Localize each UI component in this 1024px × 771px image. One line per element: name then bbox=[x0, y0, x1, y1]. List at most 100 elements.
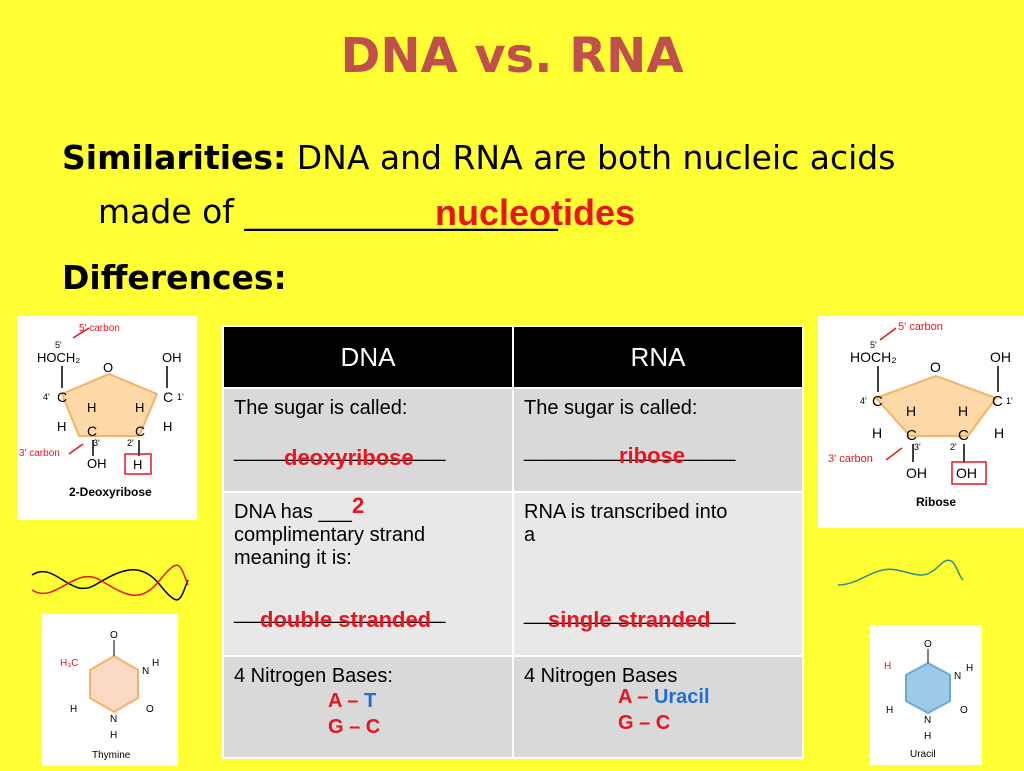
o-top: O bbox=[110, 630, 118, 641]
oh-1: OH bbox=[990, 349, 1011, 365]
uracil-ring bbox=[905, 661, 951, 715]
sugar-prompt: The sugar is called: bbox=[524, 397, 698, 419]
uracil-panel: O H N H N H O H Uracil bbox=[870, 625, 982, 765]
pointer-3-carbon bbox=[885, 447, 903, 461]
pair-a: A – bbox=[618, 686, 654, 708]
similarities-label: Similarities: bbox=[62, 138, 287, 177]
thymine-ring bbox=[89, 654, 139, 714]
ribose-structure: 5' carbon 5' HOCH₂ O OH C 4' C 1' H H H … bbox=[828, 321, 1013, 509]
dna-rna-table: DNA RNA The sugar is called: ___________… bbox=[222, 325, 804, 759]
nucleotides-answer: nucleotides bbox=[435, 192, 636, 233]
carbon-3: C bbox=[87, 423, 97, 439]
ribose-name: Ribose bbox=[916, 495, 956, 509]
pointer-5-carbon bbox=[879, 327, 897, 341]
cell-dna-strands: DNA has ___ complimentary strand meaning… bbox=[222, 491, 514, 657]
label-5-carbon: 5' carbon bbox=[79, 323, 120, 334]
pair-a: A – bbox=[328, 690, 364, 712]
h-left: H bbox=[57, 419, 66, 434]
h-n3: H bbox=[966, 663, 973, 674]
o-bottom: O bbox=[146, 704, 154, 715]
thymine-name: Thymine bbox=[92, 750, 131, 761]
strand-blank: ___________________ bbox=[234, 602, 446, 624]
label-5prime: 5' bbox=[55, 340, 62, 350]
carbon-2: C bbox=[958, 427, 969, 444]
label-5-carbon: 5' carbon bbox=[898, 321, 943, 333]
h3c-group: H₃C bbox=[60, 658, 79, 669]
strand-prompt-1: DNA has ___ bbox=[234, 501, 352, 523]
h-inner-right: H bbox=[958, 403, 968, 419]
label-3-carbon: 3' carbon bbox=[19, 448, 60, 459]
cell-rna-bases: 4 Nitrogen Bases A – Uracil G – C bbox=[512, 655, 804, 759]
pair-t: T bbox=[363, 690, 377, 712]
single-stranded-answer: single stranded bbox=[548, 607, 711, 632]
uracil-name: Uracil bbox=[910, 749, 936, 760]
h-inner-left: H bbox=[87, 400, 96, 415]
cell-rna-sugar: The sugar is called: ___________________… bbox=[512, 387, 804, 493]
transcribed-prompt-1: RNA is transcribed into bbox=[524, 501, 728, 523]
deoxyribose-structure: 5' carbon 5' HOCH₂ O OH C 4' C 1' H H H … bbox=[19, 323, 184, 499]
o-top: O bbox=[924, 639, 932, 650]
h-n3: H bbox=[152, 658, 159, 669]
bases-prompt: 4 Nitrogen Bases: bbox=[234, 665, 393, 687]
h-inner-right: H bbox=[135, 400, 144, 415]
label-4prime: 4' bbox=[860, 396, 867, 406]
h-c6: H bbox=[886, 705, 893, 716]
label-2prime: 2' bbox=[950, 442, 957, 452]
deoxyribose-answer: deoxyribose bbox=[284, 445, 414, 470]
label-1prime: 1' bbox=[1006, 396, 1013, 406]
hoch2-group: HOCH₂ bbox=[37, 350, 80, 365]
ribose-panel: 5' carbon 5' HOCH₂ O OH C 4' C 1' H H H … bbox=[818, 316, 1024, 528]
oh-3: OH bbox=[87, 456, 107, 471]
sugar-ring-fill bbox=[60, 372, 159, 437]
h-inner-left: H bbox=[906, 403, 916, 419]
h-n1: H bbox=[110, 730, 117, 741]
ring-oxygen: O bbox=[930, 359, 941, 375]
header-dna: DNA bbox=[222, 325, 514, 389]
pair-uracil: Uracil bbox=[653, 686, 710, 708]
double-strand-squiggle bbox=[31, 564, 189, 601]
label-3prime: 3' bbox=[93, 438, 100, 448]
h-left: H bbox=[872, 425, 882, 441]
strand-prompt-2: complimentary strand bbox=[234, 524, 426, 546]
cell-rna-strands: RNA is transcribed into a ______________… bbox=[512, 491, 804, 657]
pointer-3-carbon bbox=[68, 443, 84, 455]
pointer-5-carbon bbox=[72, 327, 90, 339]
table-row: The sugar is called: ___________________… bbox=[222, 387, 804, 493]
sugar-ring-fill bbox=[874, 374, 998, 437]
label-3prime: 3' bbox=[914, 442, 921, 452]
oh-2prime: OH bbox=[956, 465, 977, 481]
ring-oxygen: O bbox=[103, 360, 113, 375]
double-stranded-answer: double stranded bbox=[260, 607, 432, 632]
h-right: H bbox=[994, 425, 1004, 441]
carbon-1: C bbox=[992, 393, 1003, 410]
n1: N bbox=[110, 714, 117, 725]
label-3-carbon: 3' carbon bbox=[828, 453, 873, 465]
sugar-blank: ___________________ bbox=[524, 440, 736, 462]
hoch2-group: HOCH₂ bbox=[850, 349, 897, 365]
rna-pair-2: G – C bbox=[618, 712, 671, 734]
strand-count-answer: 2 bbox=[352, 493, 365, 518]
h-c5: H bbox=[884, 661, 891, 672]
carbon-4: C bbox=[872, 393, 883, 410]
o-bottom: O bbox=[960, 705, 968, 716]
h-right: H bbox=[163, 419, 172, 434]
rna-pair-1: A – Uracil bbox=[524, 684, 792, 710]
differences-label: Differences: bbox=[62, 258, 287, 297]
carbon-2: C bbox=[135, 423, 145, 439]
n1: N bbox=[924, 715, 931, 726]
table-row: DNA has ___ complimentary strand meaning… bbox=[222, 491, 804, 657]
h-n1: H bbox=[924, 731, 931, 742]
deoxyribose-name: 2-Deoxyribose bbox=[69, 485, 152, 499]
label-2prime: 2' bbox=[127, 438, 134, 448]
label-5prime: 5' bbox=[870, 340, 877, 350]
oh-1: OH bbox=[162, 350, 182, 365]
ribose-answer: ribose bbox=[619, 443, 686, 468]
header-rna: RNA bbox=[512, 325, 804, 389]
slide-title: DNA vs. RNA bbox=[340, 28, 684, 84]
table-row: 4 Nitrogen Bases: A – T G – C 4 Nitrogen… bbox=[222, 655, 804, 759]
carbon-1: C bbox=[163, 389, 173, 405]
transcribed-blank: ___________________ bbox=[524, 603, 736, 625]
dna-pair-2: G – C bbox=[328, 716, 381, 738]
oh-highlight-box bbox=[951, 461, 987, 485]
strand-prompt-3: meaning it is: bbox=[234, 547, 352, 569]
